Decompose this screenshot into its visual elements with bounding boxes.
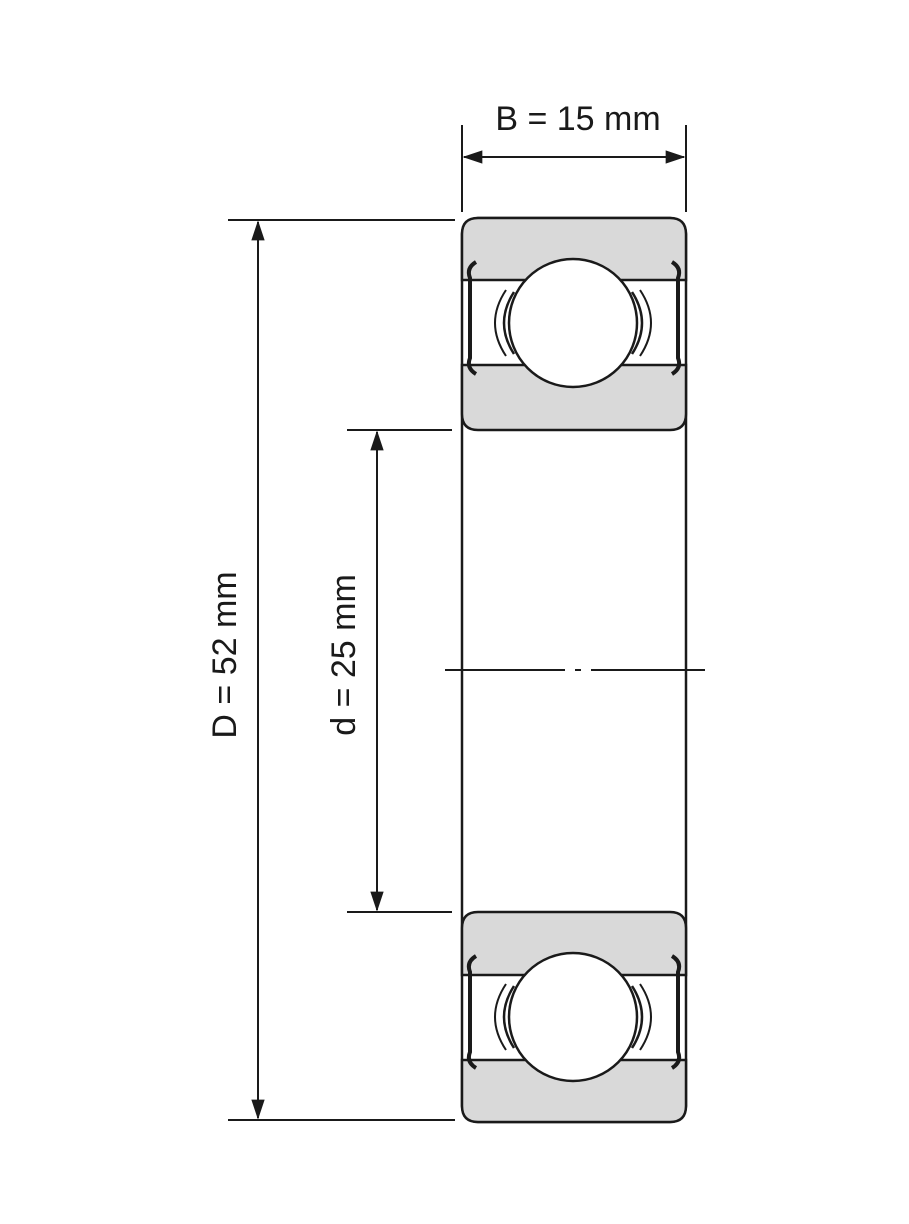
width-label: B = 15 mm <box>495 100 660 138</box>
lower-ball <box>507 951 639 1083</box>
upper-outer-ring <box>460 216 688 282</box>
outer-diameter-label: D = 52 mm <box>206 571 244 738</box>
upper-ball <box>507 257 639 389</box>
width-dimension: B = 15 mm <box>461 100 687 212</box>
lower-inner-ring <box>460 910 688 977</box>
inner-diameter-dimension: d = 25 mm <box>325 429 452 913</box>
lower-outer-ring <box>460 1058 688 1124</box>
outer-diameter-dimension: D = 52 mm <box>206 219 455 1121</box>
inner-diameter-label: d = 25 mm <box>325 574 363 736</box>
upper-inner-ring <box>460 363 688 432</box>
bearing-cross-section <box>460 216 688 1124</box>
